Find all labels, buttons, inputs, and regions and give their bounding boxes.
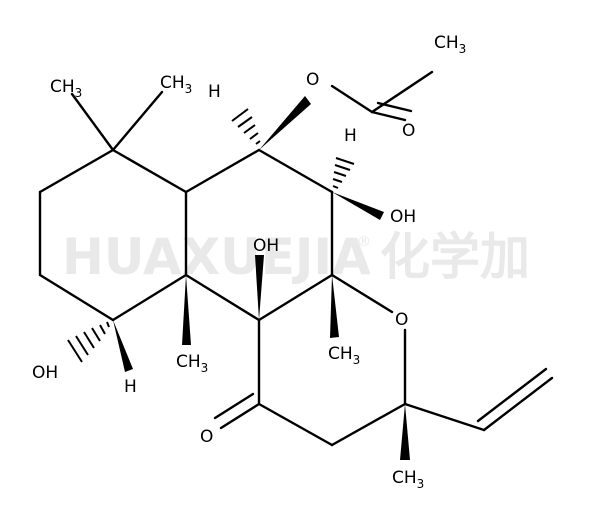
methyl-top-right-label: CH3 — [160, 73, 192, 96]
methyl-top-left-label: CH3 — [50, 77, 82, 100]
methyl-center-left-label: CH3 — [176, 352, 208, 375]
hydrogen-bottom-label: H — [124, 377, 137, 397]
atom-labels: CH3 CH3 H H OH OH OH H CH3 CH3 O O CH3 C… — [32, 33, 466, 491]
hydroxyl-center-label: OH — [253, 236, 279, 256]
bonds — [38, 70, 554, 447]
hydrogen-top-label: H — [208, 82, 221, 102]
hydroxyl-right-label: OH — [390, 207, 416, 227]
watermark: HUAXUEJIA ® 化学加 — [62, 228, 530, 286]
hash-bonds — [67, 108, 355, 363]
ester-oxygen-label: O — [306, 70, 319, 90]
watermark-chinese: 化学加 — [380, 228, 530, 286]
watermark-registered: ® — [357, 234, 371, 250]
ketone-oxygen-label: O — [200, 427, 213, 447]
ring-oxygen-label: O — [395, 310, 408, 330]
methyl-bottom-label: CH3 — [392, 468, 424, 491]
wedge-bonds — [113, 96, 410, 460]
hydroxyl-left-label: OH — [32, 363, 58, 383]
hydrogen-right-label: H — [344, 126, 357, 146]
carbonyl-oxygen-label: O — [402, 121, 415, 141]
methyl-center-right-label: CH3 — [328, 344, 360, 367]
watermark-latin: HUAXUEJIA — [62, 228, 371, 286]
acetyl-methyl-label: CH3 — [434, 33, 466, 56]
